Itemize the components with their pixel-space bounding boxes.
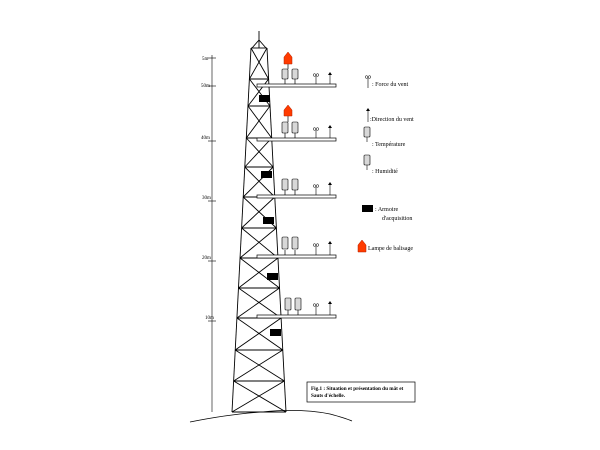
anemometer-icon (312, 303, 317, 307)
anemometer-icon (312, 184, 317, 188)
boom-50m (256, 51, 337, 88)
acquisition-box-icon (259, 95, 270, 102)
height-mark: 40m (201, 136, 210, 141)
legend-item-wind-direction: :Direction du vent (366, 108, 414, 123)
legend-label: : Température (372, 142, 406, 148)
legend: : Force du vent :Direction du vent : Tem… (357, 75, 414, 253)
legend-item-temperature: : Température (363, 126, 406, 148)
wind-vane-icon (328, 182, 332, 185)
temperature-sensor-icon (281, 178, 289, 191)
lattice-tower (231, 31, 287, 413)
caption-line1: Fig.1 : Situation et présentation du mât… (311, 386, 403, 392)
wind-vane-icon (366, 108, 370, 111)
humidity-sensor-icon (363, 154, 371, 166)
humidity-sensor-icon (291, 236, 299, 250)
legend-label-line2: d'acquisition (382, 216, 412, 222)
height-mark: 5m (202, 57, 209, 62)
temperature-sensor-icon (284, 297, 292, 311)
boom-40m (256, 104, 337, 142)
wind-vane-icon (328, 72, 332, 75)
acquisition-box-icon (270, 329, 281, 336)
anemometer-icon (312, 73, 317, 77)
legend-item-wind-force: : Force du vent (364, 75, 408, 88)
humidity-sensor-icon (291, 121, 299, 134)
temperature-sensor-icon (281, 68, 289, 80)
legend-item-humidity: : Humidité (363, 154, 398, 175)
acquisition-box-icon (261, 171, 272, 178)
boom-10m (256, 297, 337, 319)
height-scale: 5m 50m 40m 30m 20m 10m (201, 55, 216, 412)
tower-acquisition-boxes (259, 95, 281, 336)
anemometer-icon (312, 127, 317, 131)
humidity-sensor-icon (291, 178, 299, 191)
humidity-sensor-icon (291, 68, 299, 80)
height-mark: 10m (205, 316, 214, 321)
height-mark: 20m (202, 256, 211, 261)
acquisition-box-icon (267, 273, 278, 280)
figure-caption: Fig.1 : Situation et présentation du mât… (306, 381, 416, 403)
wind-vane-icon (328, 301, 332, 304)
height-mark: 50m (201, 84, 210, 89)
legend-label: : Humidité (372, 169, 398, 175)
acquisition-box-icon (263, 217, 274, 224)
beacon-lamp-icon (283, 104, 293, 117)
legend-item-beacon: Lampe de balisage (357, 239, 413, 253)
temperature-sensor-icon (281, 121, 289, 134)
legend-label: : Armoire (375, 207, 398, 213)
height-mark: 30m (202, 196, 211, 201)
caption-line2: Sauts d'échelle. (311, 393, 346, 399)
boom-20m (256, 236, 337, 259)
beacon-lamp-icon (357, 239, 367, 253)
boom-30m (256, 178, 337, 199)
wind-vane-icon (328, 241, 332, 244)
humidity-sensor-icon (294, 297, 302, 311)
legend-label: :Direction du vent (370, 117, 414, 123)
legend-label: Lampe de balisage (368, 246, 413, 252)
legend-item-acquisition-box: : Armoire d'acquisition (362, 205, 412, 222)
wind-vane-icon (328, 125, 332, 128)
temperature-sensor-icon (363, 126, 371, 138)
anemometer-icon (312, 243, 317, 247)
beacon-lamp-icon (283, 51, 293, 65)
ground-line (189, 410, 353, 423)
acquisition-box-icon (362, 205, 373, 212)
legend-label: : Force du vent (372, 82, 408, 88)
anemometer-icon (364, 75, 369, 79)
temperature-sensor-icon (281, 236, 289, 250)
